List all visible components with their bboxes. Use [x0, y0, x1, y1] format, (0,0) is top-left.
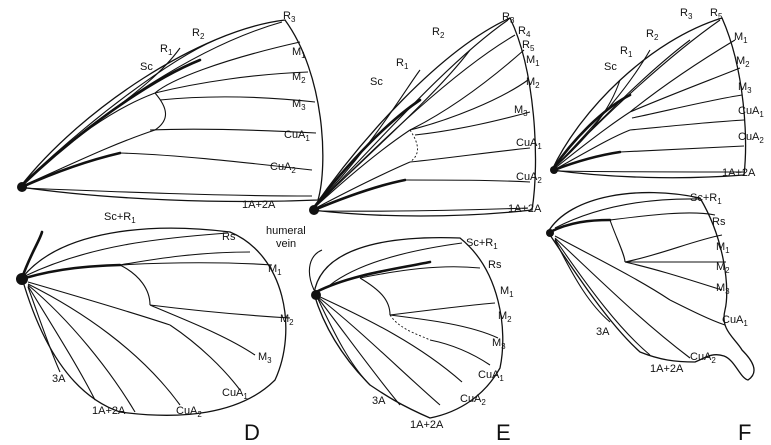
label-f-hcua2: CuA2 — [690, 351, 716, 365]
label-d-m2: M2 — [292, 71, 306, 85]
label-d-h1a2a: 1A+2A — [92, 405, 126, 417]
forewing-e — [309, 18, 536, 216]
forewing-f — [550, 18, 745, 178]
label-e-r1: R1 — [396, 57, 409, 71]
label-d-m3: M3 — [292, 98, 306, 112]
label-e-m3: M3 — [514, 104, 528, 118]
label-d-cua1: CuA1 — [284, 129, 310, 143]
label-f-scr1: Sc+R1 — [690, 192, 722, 206]
label-f-rs: Rs — [712, 216, 726, 228]
forewing-e-outline — [312, 18, 536, 216]
label-d-hcua1: CuA1 — [222, 387, 248, 401]
label-f-r2: R2 — [646, 28, 659, 42]
label-f-r3: R3 — [680, 7, 693, 21]
label-e-hcua1: CuA1 — [478, 369, 504, 383]
label-e-cua1: CuA1 — [516, 137, 542, 151]
panel-letter-f: F — [738, 420, 751, 445]
label-f-cua2: CuA2 — [738, 131, 764, 145]
label-f-h1a2a: 1A+2A — [650, 363, 684, 375]
panel-letter-e: E — [496, 420, 511, 445]
label-e-cua2: CuA2 — [516, 171, 542, 185]
label-e-m2: M2 — [526, 76, 540, 90]
label-e-r2: R2 — [432, 26, 445, 40]
label-e-hm3: M3 — [492, 337, 506, 351]
label-f-sc: Sc — [604, 61, 617, 73]
panel-letter-d: D — [244, 420, 260, 445]
label-d-hm3: M3 — [258, 351, 272, 365]
label-d-hm2: M2 — [280, 313, 294, 327]
label-d-3a: 3A — [52, 373, 66, 385]
label-f-cua1: CuA1 — [738, 105, 764, 119]
label-e-r4: R4 — [518, 25, 531, 39]
label-d-r2: R2 — [192, 27, 205, 41]
label-d-cua2: CuA2 — [270, 161, 296, 175]
label-d-sc: Sc — [140, 61, 153, 73]
label-e-scr1: Sc+R1 — [466, 237, 498, 251]
hindwing-d — [16, 228, 290, 415]
label-e-hm1: M1 — [500, 285, 514, 299]
label-e-hcua2: CuA2 — [460, 393, 486, 407]
label-d-hm1: M1 — [268, 263, 282, 277]
panel-e: Sc R1 R2 R3 R4 R5 M1 M2 M3 CuA1 CuA2 1A+… — [266, 11, 542, 445]
label-f-r5: R5 — [710, 7, 723, 21]
label-d-hcua2: CuA2 — [176, 405, 202, 419]
label-f-hm1: M1 — [716, 241, 730, 255]
label-e-rs: Rs — [488, 259, 502, 271]
label-f-hm3: M3 — [716, 282, 730, 296]
hindwing-d-outline — [22, 228, 286, 415]
label-d-scr1: Sc+R1 — [104, 211, 136, 225]
label-e-h1a2a: 1A+2A — [410, 419, 444, 431]
label-f-1a2a: 1A+2A — [722, 167, 756, 179]
panel-f: Sc R1 R2 R3 R5 M1 M2 M3 CuA1 CuA2 1A+2A … — [546, 7, 764, 445]
label-e-hm2: M2 — [498, 310, 512, 324]
label-e-sc: Sc — [370, 76, 383, 88]
label-d-r3: R3 — [283, 10, 296, 24]
label-e-r3: R3 — [502, 11, 515, 25]
label-f-r1: R1 — [620, 45, 633, 59]
label-e-m1: M1 — [526, 54, 540, 68]
label-f-hm2: M2 — [716, 261, 730, 275]
label-e-vein: vein — [276, 238, 296, 250]
label-f-hcua1: CuA1 — [722, 314, 748, 328]
label-d-r1: R1 — [160, 43, 173, 57]
label-f-m2: M2 — [736, 55, 750, 69]
label-d-rs: Rs — [222, 231, 236, 243]
label-f-m1: M1 — [734, 31, 748, 45]
label-e-1a2a: 1A+2A — [508, 203, 542, 215]
label-d-m1: M1 — [292, 46, 306, 60]
labels-e: Sc R1 R2 R3 R4 R5 M1 M2 M3 CuA1 CuA2 1A+… — [266, 11, 542, 445]
label-f-3a: 3A — [596, 326, 610, 338]
hindwing-e-outline — [314, 238, 503, 418]
label-e-3a: 3A — [372, 395, 386, 407]
label-e-r5: R5 — [522, 39, 535, 53]
label-d-1a2a: 1A+2A — [242, 199, 276, 211]
hindwing-e — [309, 238, 502, 418]
label-f-m3: M3 — [738, 81, 752, 95]
label-e-humeral: humeral — [266, 225, 306, 237]
